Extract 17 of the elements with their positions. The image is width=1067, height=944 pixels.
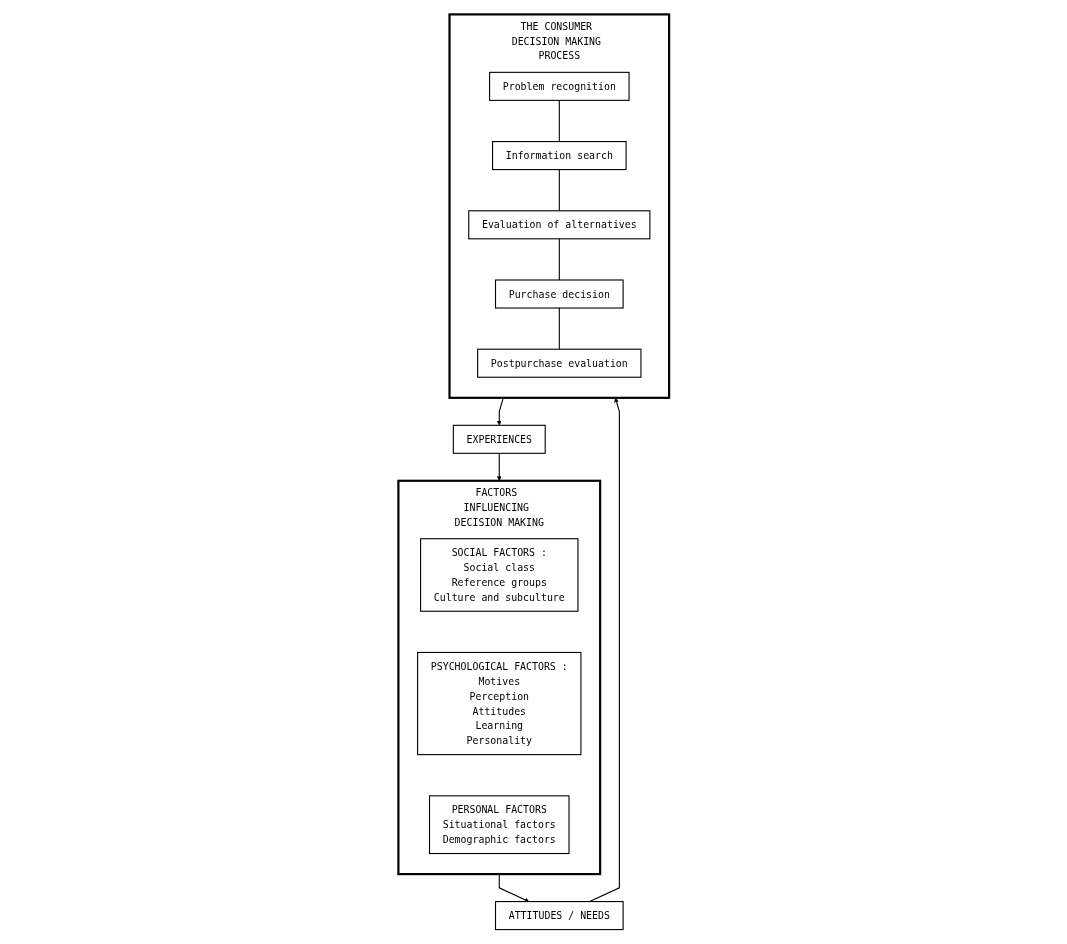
node-box: Purchase decision — [494, 279, 624, 309]
node-box: PSYCHOLOGICAL FACTORS : Motives Perception Attitudes Learning Personality — [416, 651, 582, 756]
arrow — [588, 397, 620, 903]
connector — [558, 99, 560, 143]
arrow — [496, 452, 502, 481]
connector — [558, 307, 560, 350]
node-box: Problem recognition — [488, 71, 630, 101]
node-box: PERSONAL FACTORS Situational factors Demographic factors — [428, 795, 570, 855]
node-box: SOCIAL FACTORS : Social class Reference groups Culture and subculture — [419, 538, 579, 612]
connector — [558, 169, 560, 212]
node-box: Information search — [491, 141, 627, 171]
arrow — [496, 397, 504, 426]
node-box: Postpurchase evaluation — [476, 348, 642, 378]
connector — [558, 238, 560, 281]
node-box: EXPERIENCES — [452, 424, 546, 454]
node-box: Evaluation of alternatives — [467, 210, 651, 240]
node-box: ATTITUDES / NEEDS — [494, 901, 624, 931]
